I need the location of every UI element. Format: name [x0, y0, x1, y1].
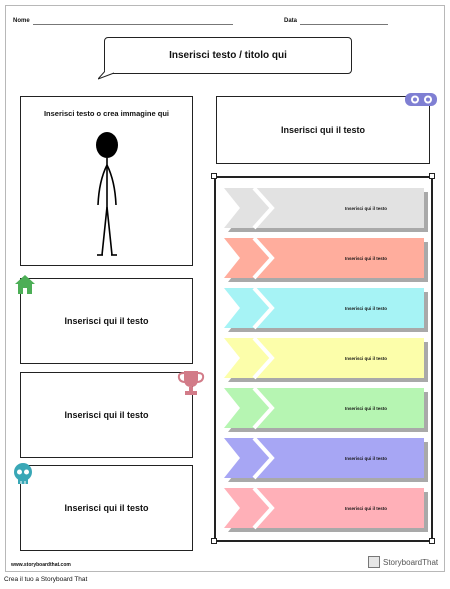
skull-icon [14, 463, 32, 484]
chevron-text-7: Inserisci qui il testo [344, 505, 387, 511]
date-label: Data [284, 18, 298, 24]
glasses-icon [405, 93, 437, 106]
storyboardthat-logo-icon [368, 556, 380, 568]
name-label: Nome [13, 18, 30, 24]
left-text-box-2[interactable]: Inserisci qui il testo [20, 372, 193, 458]
chevron-text-1: Inserisci qui il testo [344, 205, 387, 211]
chevron-row-5[interactable]: Inserisci qui il testo [224, 388, 428, 432]
chevron-shape-1 [224, 188, 428, 232]
chevron-shape-4 [224, 338, 428, 382]
chevron-row-3[interactable]: Inserisci qui il testo [224, 288, 428, 332]
left-text-2: Inserisci qui il testo [64, 410, 149, 420]
left-text-box-1[interactable]: Inserisci qui il testo [20, 278, 193, 364]
chevron-shape-3 [224, 288, 428, 332]
resize-handle-top-left[interactable] [211, 173, 217, 179]
bottom-caption[interactable]: Crea il tuo a Storyboard That [4, 576, 88, 583]
chevron-shape-5 [224, 388, 428, 432]
chevron-text-5: Inserisci qui il testo [344, 405, 387, 411]
chevron-shape-2 [224, 238, 428, 282]
left-text-box-3[interactable]: Inserisci qui il testo [20, 465, 193, 551]
chevron-shape-7 [224, 488, 428, 532]
resize-handle-bottom-right[interactable] [429, 538, 435, 544]
house-icon [15, 275, 35, 294]
left-text-3: Inserisci qui il testo [64, 503, 149, 513]
brand-logo-group[interactable]: StoryboardThat [368, 556, 438, 568]
footer-url[interactable]: www.storyboardthat.com [11, 562, 71, 568]
stick-figure [96, 132, 118, 256]
chevron-row-2[interactable]: Inserisci qui il testo [224, 238, 428, 282]
resize-handle-bottom-left[interactable] [211, 538, 217, 544]
date-line[interactable] [300, 24, 388, 25]
image-box[interactable]: Inserisci testo o crea immagine qui [20, 96, 193, 266]
title-box[interactable]: Inserisci testo / titolo qui [104, 37, 352, 74]
chevron-row-7[interactable]: Inserisci qui il testo [224, 488, 428, 532]
brand-name: StoryboardThat [383, 557, 439, 567]
chevron-row-6[interactable]: Inserisci qui il testo [224, 438, 428, 482]
resize-handle-top-right[interactable] [429, 173, 435, 179]
chevron-text-6: Inserisci qui il testo [344, 455, 387, 461]
left-text-1: Inserisci qui il testo [64, 316, 149, 326]
title-text: Inserisci testo / titolo qui [169, 50, 287, 61]
bubble-tail [98, 70, 115, 80]
top-right-text: Inserisci qui il testo [280, 125, 366, 135]
trophy-icon [177, 371, 205, 395]
chevron-row-4[interactable]: Inserisci qui il testo [224, 338, 428, 382]
name-line[interactable] [33, 24, 233, 25]
chevron-row-1[interactable]: Inserisci qui il testo [224, 188, 428, 232]
chevron-text-3: Inserisci qui il testo [344, 305, 387, 311]
chevron-text-2: Inserisci qui il testo [344, 255, 387, 261]
top-right-text-box[interactable]: Inserisci qui il testo [216, 96, 430, 164]
chevron-shape-6 [224, 438, 428, 482]
image-box-caption: Inserisci testo o crea immagine qui [43, 109, 170, 118]
chevron-text-4: Inserisci qui il testo [344, 355, 387, 361]
